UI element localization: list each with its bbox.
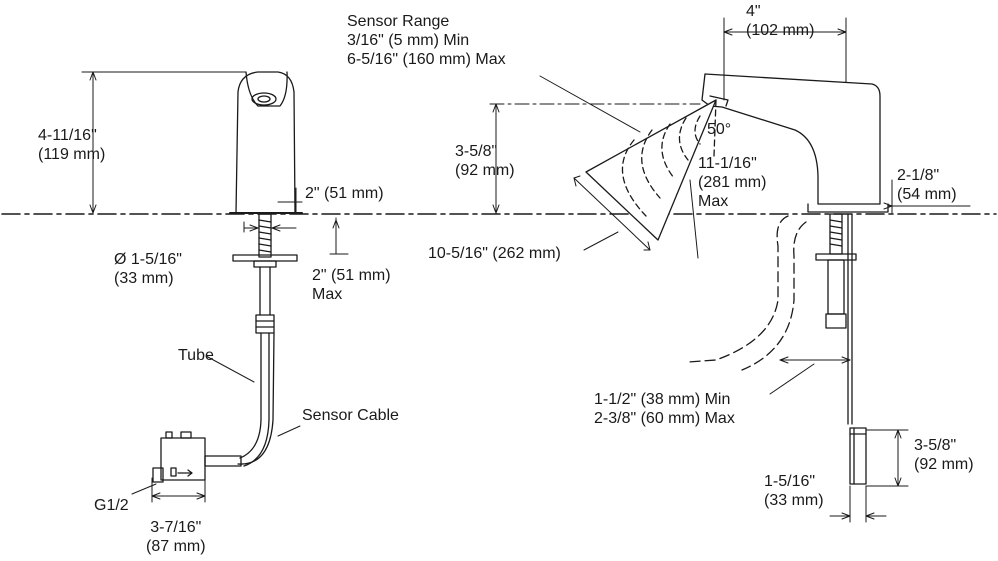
faucet-height-label: 4-11/16"(119 mm) bbox=[38, 127, 106, 163]
left-faucet-body bbox=[229, 71, 303, 214]
sink-outline bbox=[687, 215, 789, 363]
sensor-angle-label: 50° bbox=[707, 121, 732, 138]
left-mounting-plate bbox=[232, 254, 298, 268]
sensor-cable-label: Sensor Cable bbox=[302, 407, 399, 424]
shank-diameter-label: 1-5/16"(33 mm) bbox=[764, 473, 824, 509]
spout-depth-label: 2" (51 mm) bbox=[305, 185, 384, 202]
control-box bbox=[152, 431, 242, 483]
sensor-cable bbox=[237, 332, 275, 465]
right-faucet-body bbox=[701, 73, 889, 213]
sensor-cone bbox=[585, 99, 717, 241]
sink-outline-inner bbox=[741, 221, 807, 371]
spout-reach-label: 4"(102 mm) bbox=[746, 3, 815, 39]
right-shank bbox=[815, 213, 867, 485]
inlet-thread-label: G1/2 bbox=[94, 497, 129, 514]
left-dimension-lines bbox=[81, 71, 349, 503]
right-dimension-lines bbox=[489, 17, 971, 523]
left-supply-tube bbox=[239, 266, 275, 467]
left-threaded-shank bbox=[258, 213, 272, 258]
deck-thickness-label: 2" (51 mm)Max bbox=[312, 267, 391, 303]
tube-label: Tube bbox=[178, 347, 214, 364]
box-width-label: 3-7/16"(87 mm) bbox=[146, 519, 206, 555]
spout-height-label: 3-5/8"(92 mm) bbox=[455, 143, 515, 179]
cone-length-label: 10-5/16" (262 mm) bbox=[428, 245, 561, 262]
base-height-label: 2-1/8"(54 mm) bbox=[897, 167, 957, 203]
max-range-label: 11-1/16"(281 mm)Max bbox=[698, 155, 767, 210]
tube-height-label: 3-5/8"(92 mm) bbox=[914, 437, 974, 473]
hole-diameter-label: Ø 1-5/16"(33 mm) bbox=[114, 251, 182, 287]
